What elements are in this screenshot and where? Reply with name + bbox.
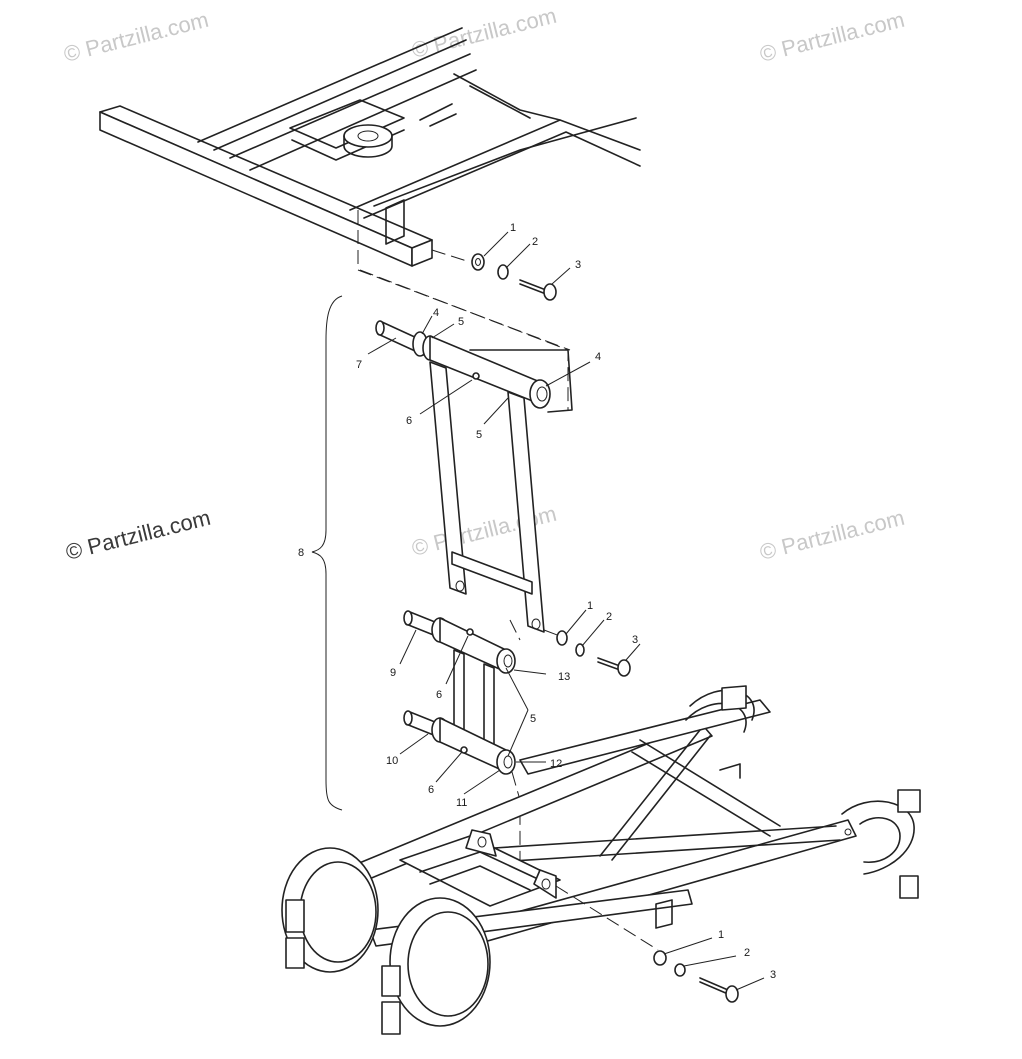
callout-10: 10: [386, 755, 398, 767]
callout-11: 11: [456, 797, 467, 809]
upper-arm-assembly: [375, 320, 573, 633]
callout-1-mid: 1: [587, 600, 593, 612]
callout-2-bottom: 2: [744, 947, 750, 959]
callout-1-top: 1: [510, 222, 516, 234]
callout-3-mid: 3: [632, 634, 638, 646]
lower-arm-assembly: [403, 610, 521, 880]
lower-hardware-set: [653, 950, 739, 1003]
callout-1-bottom: 1: [718, 929, 724, 941]
callout-12: 12: [550, 758, 562, 770]
callout-2-top: 2: [532, 236, 538, 248]
watermark-right: © Partzilla.com: [757, 505, 907, 565]
watermark-top-center: © Partzilla.com: [409, 3, 559, 63]
rear-a-frame: [281, 685, 921, 1035]
watermarks: © Partzilla.com © Partzilla.com © Partzi…: [61, 3, 907, 565]
middle-hardware-set: [543, 629, 631, 677]
callout-5-lower: 5: [530, 713, 536, 725]
callout-2-mid: 2: [606, 611, 612, 623]
callout-9: 9: [390, 667, 396, 679]
callout-labels: 1 2 3 4 5 7 4 6 5 8 1 2 3 9 6 13 5 10 12…: [298, 222, 776, 981]
callout-8: 8: [298, 547, 304, 559]
callout-6-lower: 6: [428, 784, 434, 796]
upper-hardware-set: [471, 253, 557, 301]
callout-6-upper: 6: [406, 415, 412, 427]
callout-4-right: 4: [595, 351, 601, 363]
leader-lines: [367, 231, 765, 991]
washer-icon: [497, 264, 509, 280]
callout-3-top: 3: [575, 259, 581, 271]
watermark-left-dark: © Partzilla.com: [63, 505, 213, 565]
callout-6-middle: 6: [436, 689, 442, 701]
callout-5-left: 5: [458, 316, 464, 328]
callout-13: 13: [558, 671, 570, 683]
assembly-brace: [311, 295, 343, 811]
bolt-icon: [519, 279, 547, 291]
watermark-top-left: © Partzilla.com: [61, 7, 211, 67]
callout-5-right: 5: [476, 429, 482, 441]
watermark-top-right: © Partzilla.com: [757, 7, 907, 67]
callout-7: 7: [356, 359, 362, 371]
callout-4-left: 4: [433, 307, 439, 319]
callout-3-bottom: 3: [770, 969, 776, 981]
upper-frame-assembly: [99, 27, 641, 267]
nut-icon: [471, 253, 485, 271]
